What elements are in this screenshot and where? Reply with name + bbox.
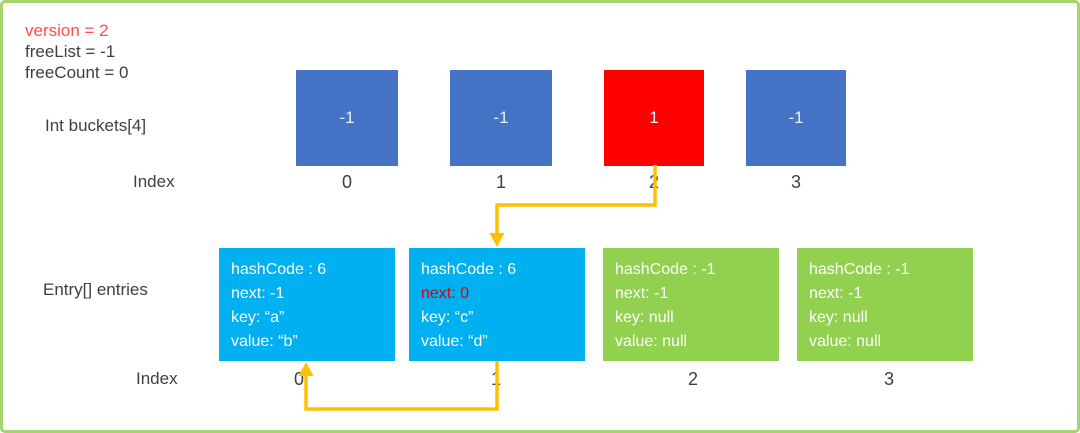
- entry-line-key: key: null: [809, 309, 868, 326]
- arrowhead-down-icon: [489, 233, 505, 247]
- bucket-cell-1: -1: [450, 70, 552, 166]
- entry-cell-0: hashCode : 6 next: -1 key: “a” value: “b…: [219, 248, 395, 361]
- state-block: version = 2 freeList = -1 freeCount = 0: [25, 20, 129, 83]
- entry-index-1: 1: [490, 369, 501, 389]
- entry-line-value: value: “b”: [231, 333, 298, 350]
- buckets-array-label: Int buckets[4]: [45, 116, 147, 135]
- entry-index-3: 3: [883, 369, 894, 389]
- entry-line-next: next: -1: [615, 285, 669, 302]
- index-label-bottom: Index: [136, 369, 178, 388]
- bucket-cell-2: 1: [604, 70, 704, 166]
- entry-cell-1: hashCode : 6 next: 0 key: “c” value: “d”: [409, 248, 585, 361]
- bucket-value: -1: [788, 108, 804, 127]
- entry-index-2: 2: [687, 369, 698, 389]
- bucket-index-2: 2: [648, 172, 659, 192]
- entry-line-next: next: -1: [231, 285, 285, 302]
- bucket-value: 1: [649, 108, 659, 127]
- index-label-top: Index: [133, 172, 175, 191]
- entry-line-value: value: null: [615, 333, 688, 350]
- bucket-index-1: 1: [495, 172, 506, 192]
- entry-line-hashcode: hashCode : -1: [809, 261, 910, 278]
- entry-index-0: 0: [293, 369, 304, 389]
- entry-line-value: value: null: [809, 333, 882, 350]
- entry-line-next: next: 0: [421, 285, 470, 302]
- version-text: version = 2: [25, 21, 109, 40]
- entry-line-hashcode: hashCode : 6: [421, 261, 517, 278]
- entry-line-hashcode: hashCode : 6: [231, 261, 327, 278]
- bucket-cell-0: -1: [296, 70, 398, 166]
- entry-line-key: key: “c”: [421, 309, 474, 326]
- entry-line-key: key: null: [615, 309, 674, 326]
- bucket-cell-3: -1: [746, 70, 846, 166]
- bucket-index-3: 3: [790, 172, 801, 192]
- entry-cell-2: hashCode : -1 next: -1 key: null value: …: [603, 248, 779, 361]
- entries-array-label: Entry[] entries: [43, 280, 148, 299]
- bucket-value: -1: [493, 108, 509, 127]
- entry-line-value: value: “d”: [421, 333, 488, 350]
- entry-cell-3: hashCode : -1 next: -1 key: null value: …: [797, 248, 973, 361]
- bucket-value: -1: [339, 108, 355, 127]
- freelist-text: freeList = -1: [25, 42, 116, 61]
- freecount-text: freeCount = 0: [25, 63, 129, 82]
- entry-line-next: next: -1: [809, 285, 863, 302]
- entry-line-key: key: “a”: [231, 309, 285, 326]
- entry-line-hashcode: hashCode : -1: [615, 261, 716, 278]
- bucket-index-0: 0: [341, 172, 352, 192]
